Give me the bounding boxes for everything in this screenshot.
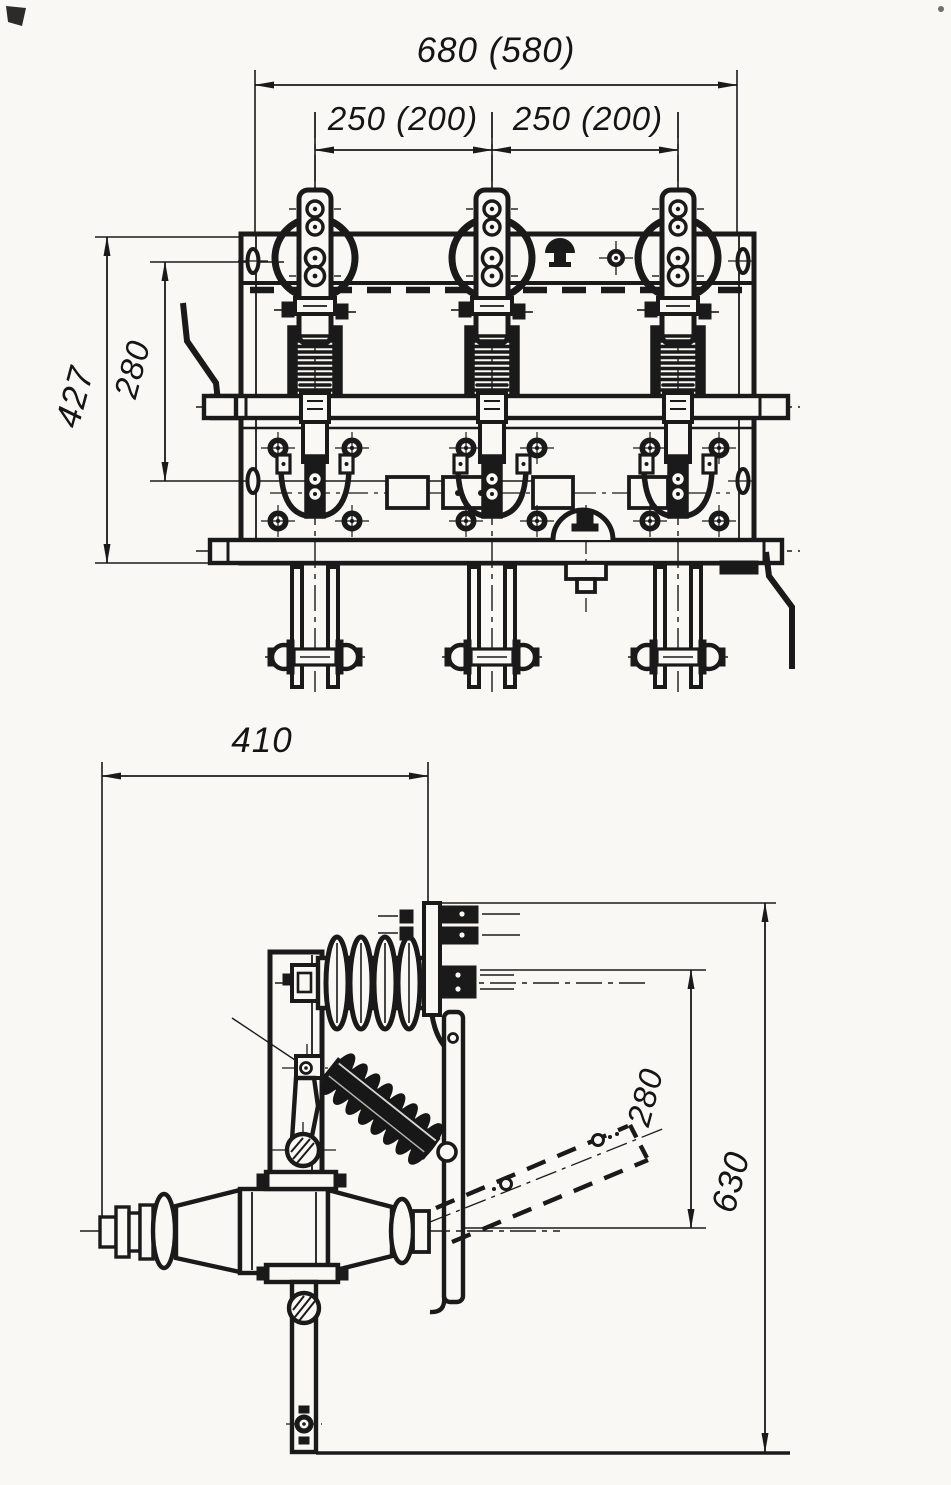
frame-bolt [599, 241, 633, 275]
diagonal-insulator [231, 1017, 458, 1170]
scan-artifact [6, 6, 944, 26]
base-plate [260, 432, 737, 538]
right-lever [763, 551, 795, 669]
dim-frame-height: 427 [48, 362, 102, 432]
dim-mounting-spacing: 280 [106, 336, 157, 403]
pivot-lever [272, 1044, 336, 1185]
dim-overall-height: 630 [704, 1147, 758, 1216]
left-handle [180, 302, 239, 421]
dim-phase-spacing-right: 250 (200) [512, 100, 663, 137]
upper-insulator [275, 934, 648, 1032]
drive-barrel [80, 1169, 560, 1285]
ground-symbol-icon [545, 238, 575, 267]
dim-phase-spacing-left: 250 (200) [327, 100, 478, 137]
dim-overall-width: 680 (580) [417, 31, 576, 70]
lower-link [286, 1279, 322, 1455]
dim-upper-height: 280 [619, 1064, 670, 1131]
drive-mechanism [550, 505, 616, 612]
side-view [80, 762, 790, 1455]
dim-frame-depth: 410 [231, 721, 292, 760]
dimension-labels: 680 (580) 250 (200) 250 (200) 427 280 41… [48, 31, 758, 1217]
base-rail [196, 537, 800, 575]
terminal-bracket [378, 901, 520, 1054]
front-view [95, 70, 800, 692]
phantom-blade [429, 1123, 666, 1245]
